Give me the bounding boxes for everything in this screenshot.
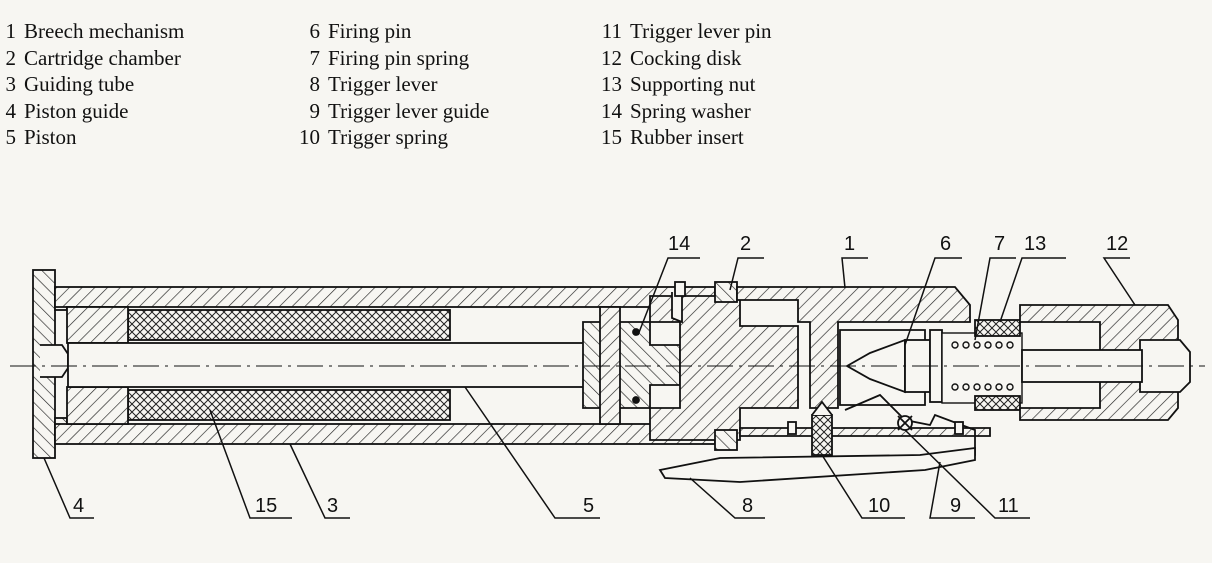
firing-pin-spring-part — [941, 332, 1023, 404]
legend-label: Trigger lever — [328, 72, 438, 96]
callout-number: 4 — [73, 495, 84, 517]
legend-item: 11 Trigger lever pin — [598, 18, 772, 45]
legend-number: 4 — [5, 98, 17, 123]
legend-item: 7 Firing pin spring — [296, 45, 489, 72]
parts-legend: 1 Breech mechanism 2 Cartridge chamber 3 Gu… — [0, 0, 1212, 170]
legend-number: 2 — [5, 45, 17, 70]
legend-number: 5 — [5, 125, 17, 149]
legend-number: 9 — [309, 98, 321, 123]
legend-label: Piston — [24, 125, 77, 149]
legend-label: Cocking disk — [630, 45, 742, 70]
legend-number: 13 — [601, 72, 622, 96]
firing-pin-part — [839, 329, 943, 406]
callout-number: 3 — [327, 495, 338, 517]
cocking-disk-part — [1019, 304, 1191, 421]
legend-column-1: 1 Breech mechanism 2 Cartridge chamber 3 Gu… — [4, 18, 185, 151]
legend-item: 3 Guiding tube — [4, 71, 184, 98]
legend-column-3: 11 Trigger lever pin 12 Cocking disk 13 Sup… — [598, 18, 772, 151]
callout-number: 6 — [940, 233, 951, 255]
legend-label: Firing pin spring — [328, 45, 470, 70]
cartridge-chamber-part — [649, 281, 799, 451]
callout-number: 8 — [742, 495, 753, 517]
legend-label: Supporting nut — [630, 72, 756, 96]
legend-item: 5 Piston — [4, 124, 184, 151]
callout-number: 11 — [998, 495, 1019, 517]
legend-number: 1 — [5, 19, 17, 43]
callout-number: 13 — [1024, 233, 1046, 255]
legend-label: Breech mechanism — [24, 19, 185, 43]
legend-label: Guiding tube — [24, 72, 135, 96]
rubber-insert-part — [127, 309, 451, 421]
legend-number: 8 — [309, 72, 321, 96]
legend-item: 2 Cartridge chamber — [4, 45, 184, 72]
legend-number: 10 — [299, 125, 320, 149]
legend-label: Trigger lever pin — [630, 19, 772, 43]
trigger-lever-part — [658, 446, 976, 483]
callout-number: 7 — [994, 233, 1005, 255]
legend-label: Trigger spring — [328, 125, 448, 149]
callout-number: 9 — [950, 495, 961, 517]
callout-number: 5 — [583, 495, 594, 517]
callout-number: 14 — [668, 233, 690, 255]
legend-item: 14 Spring washer — [598, 98, 772, 125]
legend-label: Cartridge chamber — [24, 45, 181, 70]
callout-number: 1 — [844, 233, 855, 255]
callout-number: 10 — [868, 495, 890, 517]
legend-label: Trigger lever guide — [328, 98, 490, 123]
legend-item: 8 Trigger lever — [296, 71, 489, 98]
legend-item: 12 Cocking disk — [598, 45, 772, 72]
legend-label: Rubber insert — [630, 125, 744, 149]
top-callouts: 14 2 1 6 7 13 12 — [668, 233, 1128, 255]
trigger-spring-part — [811, 400, 833, 456]
callout-number: 2 — [740, 233, 751, 255]
legend-number: 12 — [601, 45, 622, 70]
piston-part — [67, 321, 681, 409]
callout-leaders — [43, 257, 1136, 519]
legend-item: 6 Firing pin — [296, 18, 489, 45]
legend-item: 1 Breech mechanism — [4, 18, 185, 45]
legend-label: Firing pin — [328, 19, 412, 43]
legend-item: 15 Rubber insert — [598, 124, 772, 151]
legend-number: 11 — [601, 19, 622, 43]
legend-number: 7 — [309, 45, 321, 70]
callout-number: 12 — [1106, 233, 1128, 255]
legend-number: 3 — [5, 72, 17, 96]
legend-item: 13 Supporting nut — [598, 71, 772, 98]
piston-guide-part — [32, 269, 69, 459]
legend-number: 14 — [601, 98, 622, 123]
trigger-lever-pin-part — [897, 415, 913, 431]
legend-number: 6 — [309, 19, 321, 43]
legend-label: Piston guide — [24, 98, 129, 123]
legend-item: 9 Trigger lever guide — [296, 98, 490, 125]
legend-number: 15 — [601, 125, 622, 149]
legend-label: Spring washer — [630, 98, 751, 123]
legend-item: 4 Piston guide — [4, 98, 184, 125]
legend-item: 10 Trigger spring — [296, 124, 489, 151]
bottom-callouts: 4 15 3 5 8 10 9 11 — [73, 495, 1019, 517]
callout-number: 15 — [255, 495, 277, 517]
